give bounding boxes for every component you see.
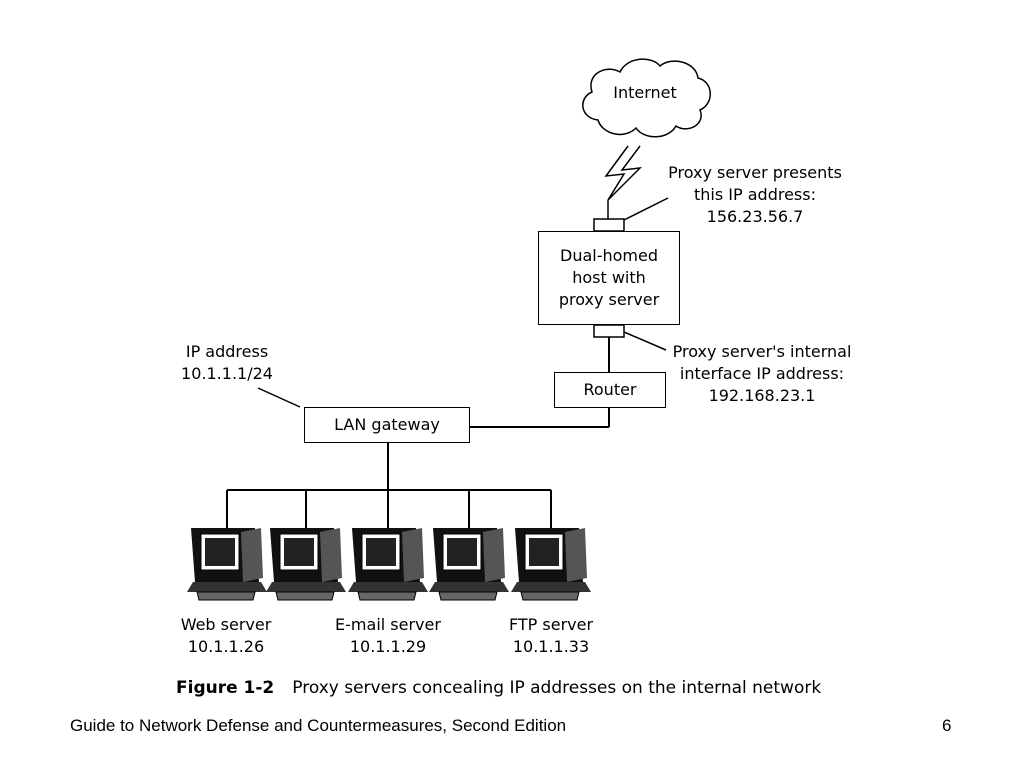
server-label-web: Web server 10.1.1.26 (166, 614, 286, 658)
internal-interface (593, 324, 625, 338)
server-ip: 10.1.1.33 (512, 637, 590, 656)
proxy-internal-line1: Proxy server's internal (672, 342, 852, 361)
server-label-ftp: FTP server 10.1.1.33 (491, 614, 611, 658)
internal-ip-pointer (623, 331, 667, 351)
proxy-internal-ip: 192.168.23.1 (708, 386, 816, 405)
gateway-ip-line2: 10.1.1.1/24 (181, 364, 273, 383)
computer-icon (511, 528, 591, 601)
figure-caption-text: Proxy servers concealing IP addresses on… (292, 678, 822, 698)
router-box: Router (554, 372, 666, 408)
internet-cloud-icon (582, 58, 711, 138)
server-ip: 10.1.1.29 (349, 637, 427, 656)
gateway-ip-callout: IP address 10.1.1.1/24 (162, 341, 292, 385)
dual-homed-line3: proxy server (558, 290, 660, 309)
server-name: Web server (180, 615, 272, 634)
proxy-external-line2: this IP address: (694, 185, 816, 204)
footer-title: Guide to Network Defense and Countermeas… (70, 716, 567, 735)
gateway-ip-pointer (257, 387, 301, 408)
proxy-external-ip: 156.23.56.7 (706, 207, 804, 226)
server-ip: 10.1.1.26 (187, 637, 265, 656)
external-ip-pointer (623, 197, 669, 221)
page-number: 6 (942, 716, 952, 735)
figure-number: Figure 1-2 (176, 678, 275, 698)
computer-icon (429, 528, 509, 601)
proxy-internal-callout: Proxy server's internal interface IP add… (664, 341, 860, 407)
server-label-email: E-mail server 10.1.1.29 (318, 614, 458, 658)
computer-icon (266, 528, 346, 601)
proxy-external-line1: Proxy server presents (668, 163, 842, 182)
lan-gateway-box: LAN gateway (304, 407, 470, 443)
dual-homed-line1: Dual-homed (560, 246, 658, 265)
dual-homed-host-box: Dual-homed host with proxy server (538, 231, 680, 325)
proxy-external-callout: Proxy server presents this IP address: 1… (660, 162, 850, 228)
gateway-ip-line1: IP address (185, 342, 269, 361)
server-name: E-mail server (335, 615, 441, 634)
dual-homed-line2: host with (572, 268, 646, 287)
external-interface (593, 218, 625, 232)
computer-icon (187, 528, 267, 601)
wan-link-lightning-icon (604, 145, 643, 201)
internet-label: Internet (613, 83, 677, 102)
figure-caption: Figure 1-2 Proxy servers concealing IP ad… (176, 678, 821, 698)
server-name: FTP server (508, 615, 594, 634)
proxy-internal-line2: interface IP address: (679, 364, 845, 383)
computer-icon (348, 528, 428, 601)
